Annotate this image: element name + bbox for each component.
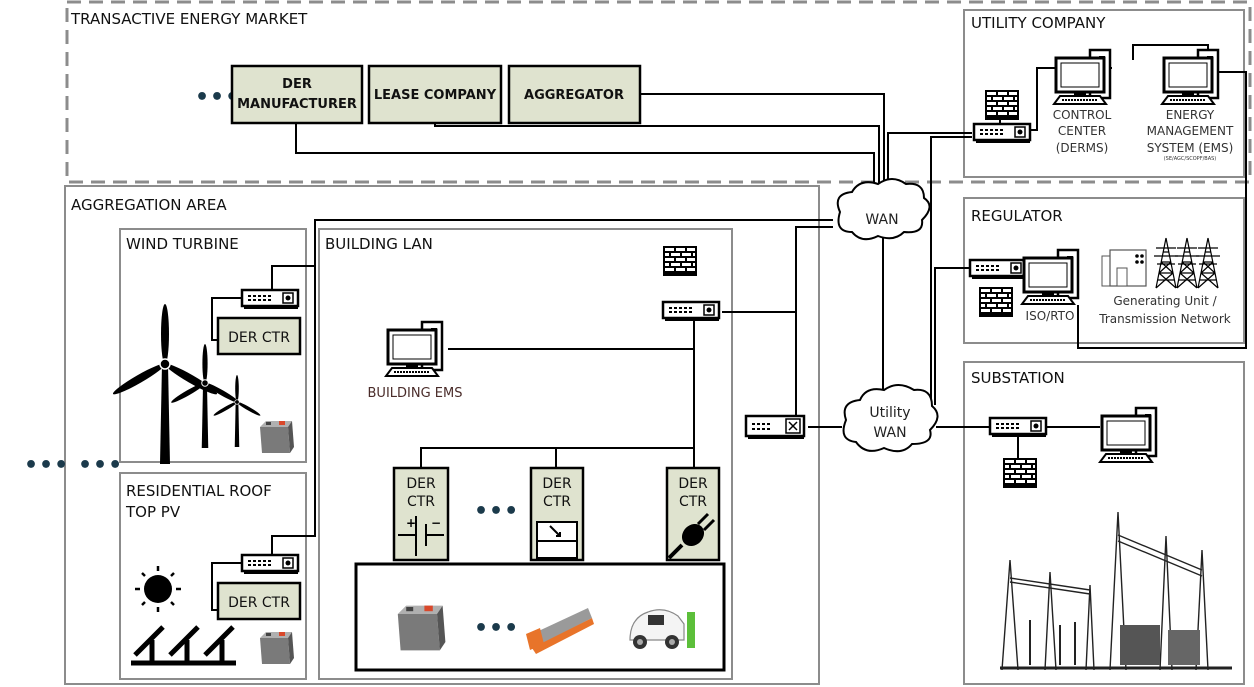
der-ctr-ellipsis: •••: [474, 499, 519, 524]
pv-der-ctr-box[interactable]: DER CTR: [216, 581, 302, 621]
der-ctr-label-2: CTR: [679, 494, 707, 510]
ev-plug-icon: [667, 512, 716, 560]
der-manufacturer-label-2: MANUFACTURER: [237, 97, 357, 112]
wind-der-ctr-box[interactable]: DER CTR: [216, 316, 302, 356]
ems-functions-label: (SE/AGC/SCOPF/BAS): [1164, 156, 1217, 162]
utility-wan-cloud[interactable]: Utility WAN: [842, 384, 939, 453]
building-battery-icon: [397, 605, 446, 651]
der-ctr-label-1: DER: [406, 476, 436, 492]
wind-turbine-medium-icon: [169, 343, 241, 449]
lease-company-label: LEASE COMPANY: [374, 88, 497, 103]
wind-turbine-region: [119, 228, 307, 463]
control-center-label-2: CENTER: [1058, 124, 1106, 138]
wind-battery-icon: [260, 421, 294, 453]
control-center-computer-icon[interactable]: [1052, 48, 1112, 106]
regulator-firewall-icon: [979, 287, 1013, 317]
substation-structure-icon: [1000, 511, 1232, 671]
substation-title: SUBSTATION: [971, 369, 1065, 387]
svg-text:+: +: [406, 516, 416, 530]
der-ctr-label-1: DER: [678, 476, 708, 492]
der-ctr-label-2: CTR: [543, 494, 571, 510]
ems-computer-icon[interactable]: [1160, 48, 1220, 106]
wan-cloud[interactable]: WAN: [836, 178, 931, 241]
battery-pack-icon: [526, 608, 594, 654]
device-ellipsis: •••: [474, 616, 519, 641]
building-switch-icon: [661, 300, 721, 323]
transmission-tower-icon: [1195, 237, 1221, 289]
generating-unit-label-1: Generating Unit /: [1113, 294, 1217, 308]
inverter-icon: [536, 521, 578, 559]
iso-rto-label: ISO/RTO: [1026, 309, 1075, 323]
electric-vehicle-icon: [629, 609, 695, 649]
aggregation-area-region: [64, 185, 820, 685]
der-ctr-label-2: CTR: [407, 494, 435, 510]
regulator-region: [963, 197, 1245, 344]
utility-firewall-icon: [985, 90, 1019, 120]
regulator-switch-icon: [968, 258, 1028, 281]
building-lan-region: [318, 228, 733, 680]
substation-switch-icon: [988, 416, 1048, 439]
der-ctr-label-1: DER: [542, 476, 572, 492]
substation-computer-icon[interactable]: [1098, 406, 1158, 464]
network-wires: [211, 44, 1247, 611]
pv-battery-icon: [260, 632, 294, 664]
pv-title-line1: RESIDENTIAL ROOF: [126, 482, 272, 500]
svg-text:−: −: [431, 516, 441, 530]
utility-company-region: [963, 9, 1245, 178]
wan-label: WAN: [865, 212, 898, 228]
aggregation-router-icon: [744, 414, 806, 439]
pv-title-line2: TOP PV: [125, 503, 181, 521]
ems-label-2: MANAGEMENT: [1147, 124, 1234, 138]
utility-title: UTILITY COMPANY: [971, 14, 1106, 32]
aggregator-label: AGGREGATOR: [524, 88, 624, 103]
building-title: BUILDING LAN: [325, 235, 433, 253]
battery-symbol-icon: + −: [398, 516, 444, 556]
outer-ellipsis: •••: [24, 453, 69, 478]
der-ctr-ev-box[interactable]: DER CTR: [665, 466, 721, 562]
market-title: TRANSACTIVE ENERGY MARKET: [70, 10, 308, 28]
der-manufacturer-label-1: DER: [282, 77, 312, 92]
generating-unit-label-2: Transmission Network: [1098, 312, 1230, 326]
ems-label-3: SYSTEM (EMS): [1147, 141, 1234, 155]
iso-rto-computer-icon[interactable]: [1020, 248, 1080, 306]
generating-unit-icon: [1101, 249, 1147, 287]
ems-label-1: ENERGY: [1166, 108, 1215, 122]
der-manufacturer-box[interactable]: DER MANUFACTURER: [230, 64, 364, 125]
wind-der-ctr-label: DER CTR: [228, 330, 290, 346]
wind-switch-icon: [240, 288, 300, 311]
regulator-title: REGULATOR: [971, 207, 1063, 225]
building-ems-label: BUILDING EMS: [368, 386, 463, 401]
utility-switch-icon: [972, 122, 1032, 145]
substation-region: [963, 361, 1245, 685]
aggregation-title: AGGREGATION AREA: [71, 196, 227, 214]
wind-title: WIND TURBINE: [126, 235, 239, 253]
residential-pv-region: [119, 472, 307, 680]
aggregator-box[interactable]: AGGREGATOR: [507, 64, 642, 125]
control-center-label-3: (DERMS): [1056, 141, 1109, 155]
aggregation-ellipsis: •••: [78, 453, 123, 478]
transmission-tower-icon: [1153, 237, 1179, 289]
transmission-tower-icon: [1174, 237, 1200, 289]
sun-icon: [135, 566, 181, 612]
wind-turbine-small-icon: [212, 374, 262, 448]
pv-der-ctr-label: DER CTR: [228, 595, 290, 611]
building-firewall-icon: [663, 246, 697, 276]
der-ctr-battery-box[interactable]: DER CTR + −: [392, 466, 450, 562]
lease-company-box[interactable]: LEASE COMPANY: [367, 64, 503, 125]
utility-wan-label-1: Utility: [869, 405, 910, 421]
utility-wan-label-2: WAN: [873, 425, 906, 441]
control-center-label-1: CONTROL: [1053, 108, 1112, 122]
pv-switch-icon: [240, 553, 300, 576]
building-ems-computer-icon[interactable]: [384, 320, 444, 378]
solar-panels-icon: [131, 625, 236, 666]
substation-firewall-icon: [1003, 458, 1037, 488]
der-ctr-inverter-box[interactable]: DER CTR: [529, 466, 585, 562]
